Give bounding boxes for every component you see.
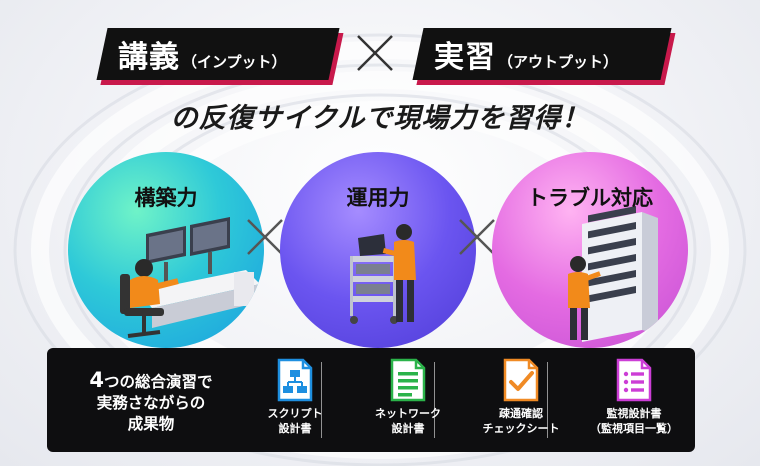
deliverable-network-design: ネットワーク 設計書 xyxy=(349,358,467,444)
skill-label-build: 構築力 xyxy=(134,186,198,210)
engineer-at-server-rack-illustration xyxy=(568,206,658,342)
engineer-at-desk-illustration xyxy=(120,217,260,338)
deliverable-checklist-line2: チェックシート xyxy=(482,422,560,435)
deliverables-count: 4 xyxy=(89,368,105,392)
title-practice-banner: 実習 （アウトプット） xyxy=(412,28,672,80)
skill-circle-operation: 運用力 xyxy=(280,152,476,348)
title-lecture-main: 講義 xyxy=(118,40,180,75)
deliverable-monitoring-design: 監視設計書 （監視項目一覧） xyxy=(575,358,693,444)
deliverable-network-line1: ネットワーク xyxy=(375,407,441,420)
deliverable-script-line1: スクリプト xyxy=(267,407,323,420)
list-document-icon xyxy=(390,358,426,402)
skill-label-troubleshooting: トラブル対応 xyxy=(527,186,653,210)
title-practice-sub: （アウトプット） xyxy=(498,53,619,71)
deliverable-monitoring-line1: 監視設計書 xyxy=(606,407,662,420)
deliverable-connectivity-checklist: 疎通確認 チェックシート xyxy=(462,358,580,444)
deliverables-lead-line1: つの総合演習で xyxy=(104,373,213,391)
skill-label-operation: 運用力 xyxy=(346,186,410,210)
deliverable-script-line2: 設計書 xyxy=(278,422,312,435)
cross-icon xyxy=(459,219,495,255)
subtitle: の反復サイクルで現場力を習得！ xyxy=(170,103,590,134)
deliverables-bar: 4つの総合演習で 実務さながらの 成果物 スクリプト 設計書 ネットワーク xyxy=(47,348,695,452)
skill-circle-troubleshooting: トラブル対応 xyxy=(492,152,688,348)
bullet-list-document-icon xyxy=(616,358,652,402)
deliverable-monitoring-line2: （監視項目一覧） xyxy=(590,422,678,435)
deliverable-script-design: スクリプト 設計書 xyxy=(236,358,354,444)
divider xyxy=(434,362,435,438)
deliverable-network-line2: 設計書 xyxy=(391,422,425,435)
cross-icon xyxy=(357,35,393,71)
skill-circle-build: 構築力 xyxy=(68,152,264,348)
title-practice-main: 実習 xyxy=(434,40,496,75)
divider xyxy=(547,362,548,438)
engineer-with-cart-illustration xyxy=(350,224,416,324)
divider xyxy=(321,362,322,438)
deliverable-checklist-line1: 疎通確認 xyxy=(499,407,543,420)
cross-icon xyxy=(247,219,283,255)
title-lecture-sub: （インプット） xyxy=(182,53,287,71)
deliverables-lead: 4つの総合演習で 実務さながらの 成果物 xyxy=(61,370,241,435)
flowchart-document-icon xyxy=(277,358,313,402)
deliverables-lead-line3: 成果物 xyxy=(127,415,175,433)
title-lecture-banner: 講義 （インプット） xyxy=(96,28,340,80)
deliverables-lead-line2: 実務さながらの xyxy=(96,394,206,412)
checkmark-document-icon xyxy=(503,358,539,402)
